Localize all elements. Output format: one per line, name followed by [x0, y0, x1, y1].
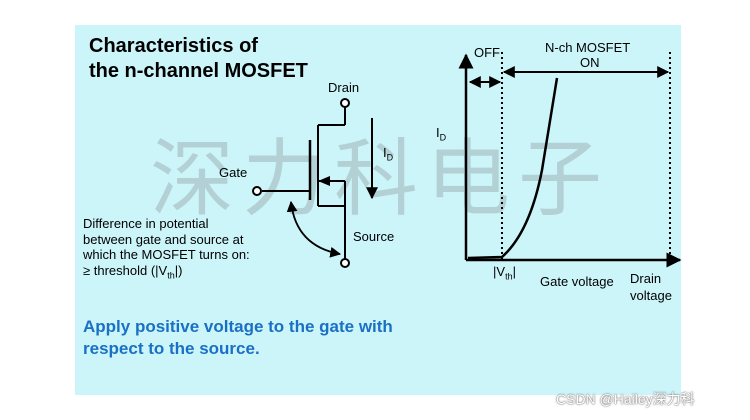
- vth-label: |Vth|: [493, 264, 516, 282]
- drain-voltage-label-1: Drain: [630, 271, 662, 286]
- graph-axes: [458, 53, 682, 268]
- gate-terminal: [252, 186, 262, 196]
- slide-title: Characteristics of the n-channel MOSFET: [89, 34, 308, 84]
- apply-voltage-text: Apply positive voltage to the gate with …: [83, 317, 393, 358]
- drain-label: Drain: [328, 80, 360, 95]
- title-line-2: the n-channel MOSFET: [89, 60, 308, 82]
- y-axis-label: ID: [436, 125, 447, 143]
- gate-label: Gate: [219, 165, 248, 180]
- source-label: Source: [353, 229, 395, 244]
- title-line-1: Characteristics of: [89, 35, 258, 57]
- id-curve: [467, 77, 559, 260]
- source-terminal: [340, 258, 350, 268]
- watermark-text: 深力科电子: [150, 130, 611, 228]
- drain-voltage-label-2: voltage: [630, 288, 672, 303]
- gate-source-voltage-arrow: [286, 200, 342, 258]
- slide-panel: [75, 25, 681, 395]
- on-label-line-1: N-ch MOSFET: [545, 40, 631, 55]
- current-label: ID: [383, 145, 394, 163]
- off-label: OFF: [474, 45, 500, 60]
- mosfet-symbol: [252, 98, 350, 268]
- gate-voltage-label: Gate voltage: [540, 274, 614, 289]
- threshold-note: Difference in potential between gate and…: [83, 216, 250, 281]
- on-label-line-2: ON: [580, 55, 600, 70]
- credit-watermark: CSDN @Hailey深力科: [556, 391, 695, 407]
- drain-terminal: [340, 98, 350, 108]
